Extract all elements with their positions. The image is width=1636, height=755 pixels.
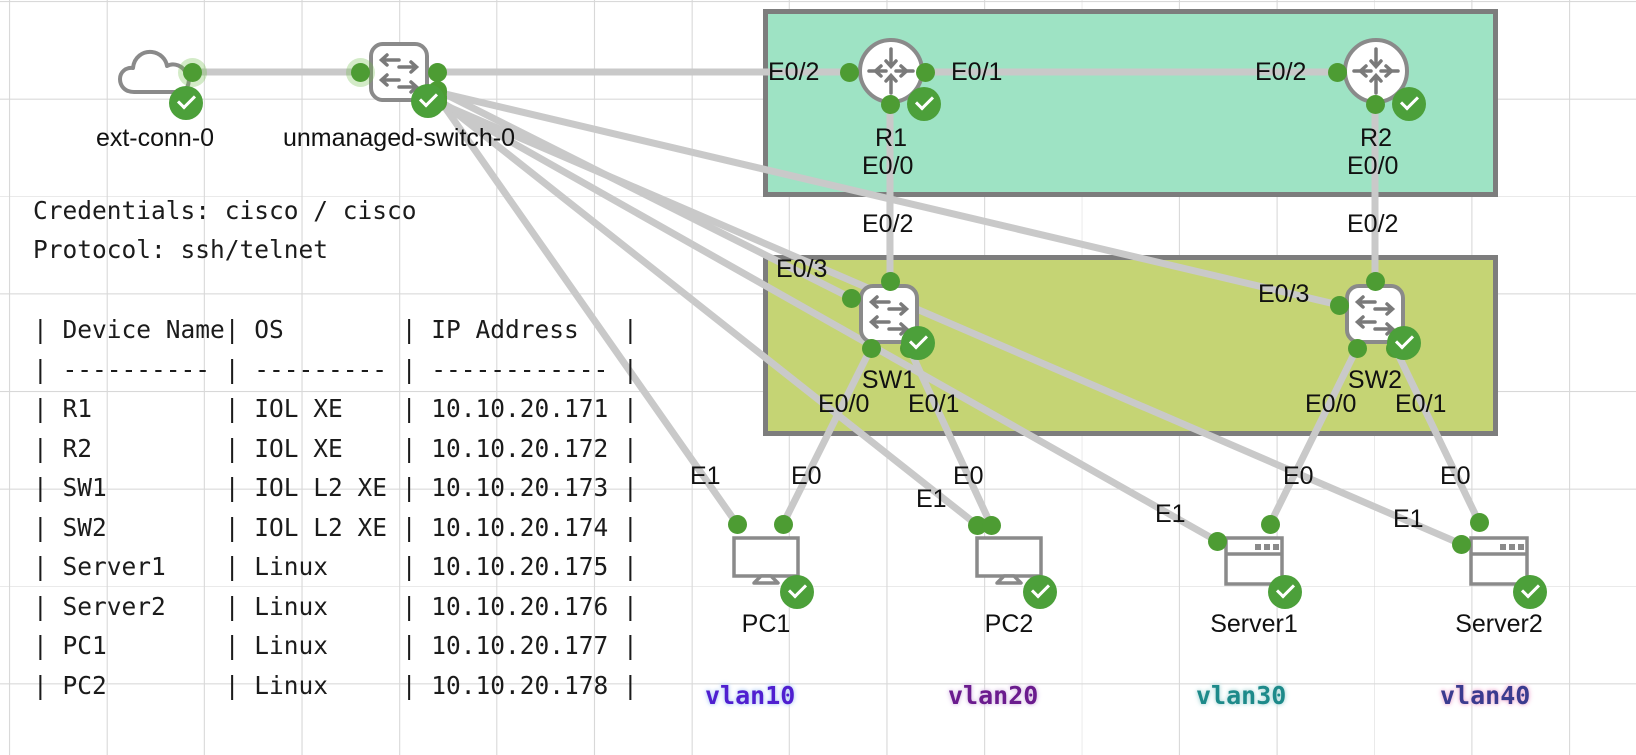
status-ok-badge-SW2 xyxy=(1387,326,1421,360)
interface-label-SW2-6: E0/2 xyxy=(1347,210,1399,238)
device-node-Server1[interactable] xyxy=(1223,535,1285,592)
device-table: | Device Name| OS | IP Address | | -----… xyxy=(33,315,638,700)
link-unmanaged-switch-0-PC1[interactable] xyxy=(433,92,741,528)
status-ok-badge-PC2 xyxy=(1023,575,1057,609)
device-label-SW2: SW2 xyxy=(1347,366,1403,394)
port-dot-SW1-11-a[interactable] xyxy=(861,338,881,358)
credentials-text: Credentials: cisco / cisco xyxy=(33,196,417,225)
interface-label-R1-3: E0/0 xyxy=(862,152,914,180)
device-label-PC1: PC1 xyxy=(741,610,791,638)
port-dot-SW2-6-b[interactable] xyxy=(1329,295,1349,315)
interface-label-SW2-8: E0/3 xyxy=(1258,280,1310,308)
port-dot-SW1-5-b[interactable] xyxy=(841,288,861,308)
interface-label-R1-0: E0/2 xyxy=(768,58,820,86)
interface-label-R2-4: E0/0 xyxy=(1347,152,1399,180)
device-node-unmanaged-switch-0[interactable] xyxy=(368,41,430,108)
device-label-Server2: Server2 xyxy=(1455,610,1543,638)
port-dot-PC1-11-b[interactable] xyxy=(773,514,793,534)
interface-label-PC2-15: E0 xyxy=(953,462,984,490)
interface-label-PC2-16: E1 xyxy=(916,485,947,513)
port-dot-SW2-4-b[interactable] xyxy=(1365,271,1385,291)
link-SW2-Server1[interactable] xyxy=(1266,344,1361,528)
port-dot-PC2-12-b[interactable] xyxy=(981,515,1001,535)
protocol-text: Protocol: ssh/telnet xyxy=(33,235,329,264)
interface-label-Server2-19: E0 xyxy=(1440,462,1471,490)
interface-label-SW2-12: E0/1 xyxy=(1395,390,1447,418)
device-node-PC1[interactable] xyxy=(731,535,801,592)
port-dot-Server2-10-b[interactable] xyxy=(1451,534,1471,554)
device-node-Server2[interactable] xyxy=(1468,535,1530,592)
device-label-unmanaged-switch-0: unmanaged-switch-0 xyxy=(282,124,516,152)
status-ok-badge-ext-conn-0 xyxy=(169,86,203,120)
interface-label-SW1-5: E0/2 xyxy=(862,210,914,238)
status-ok-badge-Server1 xyxy=(1268,575,1302,609)
port-dot-SW2-13-a[interactable] xyxy=(1347,338,1367,358)
status-ok-badge-R1 xyxy=(907,87,941,121)
device-label-Server1: Server1 xyxy=(1210,610,1298,638)
port-dot-unmanaged-switch-0-1-a[interactable] xyxy=(427,62,447,82)
vlan-label-vlan40: vlan40 xyxy=(1440,681,1531,710)
interface-label-SW1-10: E0/1 xyxy=(908,390,960,418)
link-SW2-Server2[interactable] xyxy=(1391,344,1483,526)
device-node-PC2[interactable] xyxy=(974,535,1044,592)
interface-label-R2-2: E0/2 xyxy=(1255,58,1307,86)
status-ok-badge-R2 xyxy=(1392,87,1426,121)
device-label-R1: R1 xyxy=(875,124,907,152)
interface-label-SW1-7: E0/3 xyxy=(776,255,828,283)
interface-label-Server1-17: E0 xyxy=(1283,462,1314,490)
port-dot-Server1-9-b[interactable] xyxy=(1207,531,1227,551)
desktop-icon xyxy=(732,536,800,585)
port-dot-R1-1-b[interactable] xyxy=(839,62,859,82)
link-unmanaged-switch-0-Server2[interactable] xyxy=(433,98,1465,548)
device-label-SW1: SW1 xyxy=(861,366,917,394)
port-dot-R2-4-a[interactable] xyxy=(1365,94,1385,114)
port-dot-ext-conn-0-0-a[interactable] xyxy=(182,62,202,82)
port-dot-R2-2-b[interactable] xyxy=(1327,62,1347,82)
interface-label-Server2-20: E1 xyxy=(1393,505,1424,533)
device-label-PC2: PC2 xyxy=(984,610,1034,638)
port-dot-Server1-13-b[interactable] xyxy=(1260,514,1280,534)
switch-icon xyxy=(369,42,429,102)
status-ok-badge-SW1 xyxy=(901,326,935,360)
vlan-label-vlan30: vlan30 xyxy=(1196,681,1287,710)
interface-label-Server1-18: E1 xyxy=(1155,500,1186,528)
port-dot-R1-3-a[interactable] xyxy=(880,94,900,114)
interface-label-SW2-11: E0/0 xyxy=(1305,390,1357,418)
port-dot-R1-2-a[interactable] xyxy=(915,62,935,82)
vlan-label-vlan10: vlan10 xyxy=(705,681,796,710)
port-dot-PC2-8-b[interactable] xyxy=(967,515,987,535)
link-SW1-PC1[interactable] xyxy=(779,344,875,528)
interface-label-PC1-13: E1 xyxy=(690,462,721,490)
device-label-R2: R2 xyxy=(1360,124,1392,152)
link-unmanaged-switch-0-Server1[interactable] xyxy=(433,96,1221,545)
link-unmanaged-switch-0-SW2[interactable] xyxy=(433,88,1343,309)
interface-label-R1-1: E0/1 xyxy=(951,58,1003,86)
link-unmanaged-switch-0-PC2[interactable] xyxy=(433,94,981,529)
desktop-icon xyxy=(975,536,1043,585)
status-ok-badge-Server2 xyxy=(1513,575,1547,609)
port-dot-Server2-14-b[interactable] xyxy=(1469,512,1489,532)
interface-label-SW1-9: E0/0 xyxy=(818,390,870,418)
device-label-ext-conn-0: ext-conn-0 xyxy=(95,124,215,152)
link-SW1-PC2[interactable] xyxy=(905,344,995,529)
port-dot-unmanaged-switch-0-0-b[interactable] xyxy=(350,62,370,82)
server-icon xyxy=(1224,536,1284,586)
interface-label-PC1-14: E0 xyxy=(791,462,822,490)
port-dot-PC1-7-b[interactable] xyxy=(727,514,747,534)
server-icon xyxy=(1469,536,1529,586)
vlan-label-vlan20: vlan20 xyxy=(948,681,1039,710)
status-ok-badge-PC1 xyxy=(780,575,814,609)
device-node-SW2[interactable] xyxy=(1344,283,1406,350)
port-dot-SW1-3-b[interactable] xyxy=(880,271,900,291)
switch-icon xyxy=(1345,284,1405,344)
status-ok-badge-unmanaged-switch-0 xyxy=(411,84,445,118)
